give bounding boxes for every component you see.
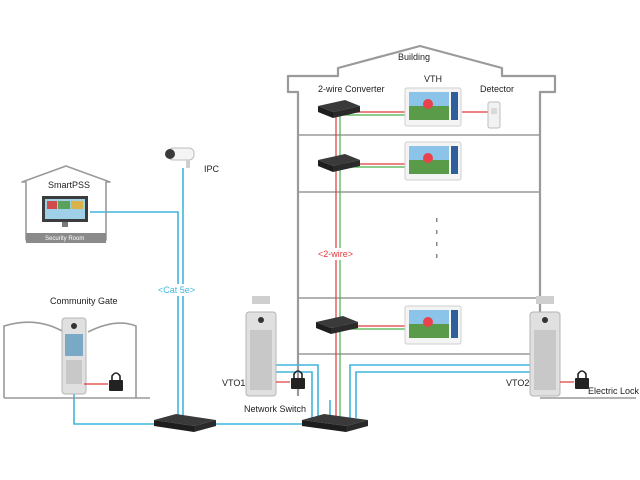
- ipc-label: IPC: [204, 164, 220, 174]
- two-wire-converter: [316, 316, 358, 334]
- more-floors-dots: [436, 218, 438, 258]
- converter-label: 2-wire Converter: [318, 84, 385, 94]
- vto2-label: VTO2: [506, 378, 529, 388]
- vto1-label: VTO1: [222, 378, 245, 388]
- electric-lock-label: Electric Lock: [588, 386, 640, 396]
- building-label: Building: [398, 52, 430, 62]
- vth-monitor: [404, 87, 462, 127]
- building-outline: [286, 44, 557, 396]
- network-switch-icon: [302, 414, 368, 432]
- lock-icon: [276, 370, 305, 389]
- vto1-device: [245, 296, 277, 397]
- network-switch-icon: [154, 414, 216, 432]
- vto2-device: [529, 296, 561, 397]
- security-room-icon: [21, 165, 111, 243]
- two-wire-converter: [318, 100, 360, 118]
- vth-label: VTH: [424, 74, 442, 84]
- detector-label: Detector: [480, 84, 514, 94]
- vth-monitor: [404, 141, 462, 181]
- community-gate: [3, 321, 150, 399]
- two-wire-tag: <2-wire>: [318, 249, 353, 259]
- ipc-camera-icon: [165, 147, 195, 168]
- cat5e-cabling: [73, 168, 532, 425]
- community-gate-label: Community Gate: [50, 296, 118, 306]
- two-wire-converter: [318, 154, 360, 172]
- cat5e-tag-bg: [156, 284, 200, 296]
- vth-monitor: [404, 305, 462, 345]
- network-switch-label: Network Switch: [244, 404, 306, 414]
- smartpss-label: SmartPSS: [48, 180, 90, 190]
- security-room-label: Security Room: [45, 236, 84, 242]
- detector-icon: [487, 101, 501, 129]
- gate-vto-device: [61, 317, 87, 395]
- lock-icon: [560, 370, 589, 389]
- two-wire-tag-bg: [316, 248, 358, 260]
- cat5e-tag: <Cat 5e>: [158, 285, 195, 295]
- lock-icon: [84, 372, 123, 391]
